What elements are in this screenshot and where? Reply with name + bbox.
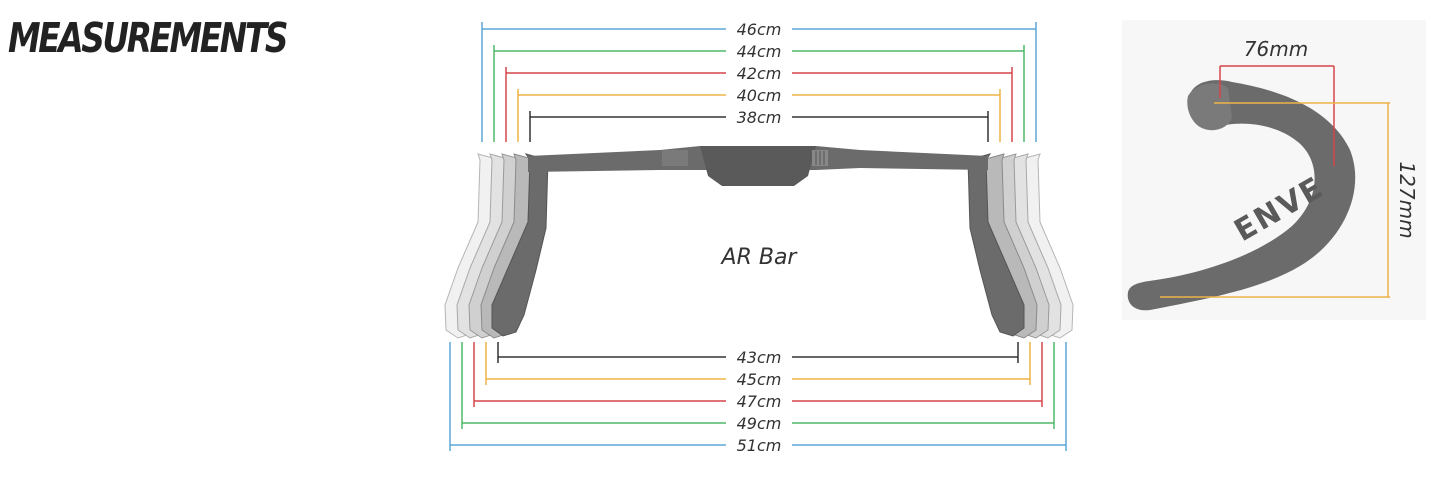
reach-label: 76mm (1244, 37, 1308, 61)
right-drop-43 (967, 153, 1025, 337)
dim-label-45cm: 45cm (737, 370, 782, 389)
side-view: ENVE 76mm 127mm (1122, 20, 1426, 320)
drop-label: 127mm (1395, 161, 1419, 238)
dim-label-44cm: 44cm (737, 42, 782, 61)
dim-label-46cm: 46cm (737, 20, 782, 39)
dim-47cm: 47cm (473, 342, 1043, 411)
dim-40cm: 40cm (517, 86, 1001, 142)
left-drop-43 (491, 153, 549, 337)
dim-label-43cm: 43cm (737, 348, 782, 367)
dim-46cm: 46cm (481, 20, 1037, 142)
hood-mount (1187, 83, 1232, 131)
front-view: AR Bar (444, 146, 1074, 339)
side-profile-shape (1127, 80, 1356, 311)
dim-44cm: 44cm (493, 42, 1025, 142)
page-title: MEASUREMENTS (8, 14, 288, 62)
product-label: AR Bar (720, 245, 799, 270)
dim-label-49cm: 49cm (737, 414, 782, 433)
dim-43cm: 43cm (497, 342, 1019, 367)
dim-49cm: 49cm (461, 342, 1055, 433)
dim-label-47cm: 47cm (737, 392, 782, 411)
dim-51cm: 51cm (449, 342, 1067, 455)
dim-42cm: 42cm (505, 64, 1013, 142)
bottom-width-dimensions: 43cm 45cm 47cm (449, 342, 1067, 455)
dim-38cm: 38cm (529, 108, 989, 142)
dim-label-42cm: 42cm (737, 64, 782, 83)
dim-label-38cm: 38cm (737, 108, 782, 127)
dim-45cm: 45cm (485, 342, 1031, 389)
dim-label-40cm: 40cm (737, 86, 782, 105)
clamp-left-band (662, 150, 688, 166)
dim-label-51cm: 51cm (737, 436, 782, 455)
center-clamp (700, 146, 816, 186)
top-width-dimensions: 46cm 44cm 42cm (481, 20, 1037, 142)
